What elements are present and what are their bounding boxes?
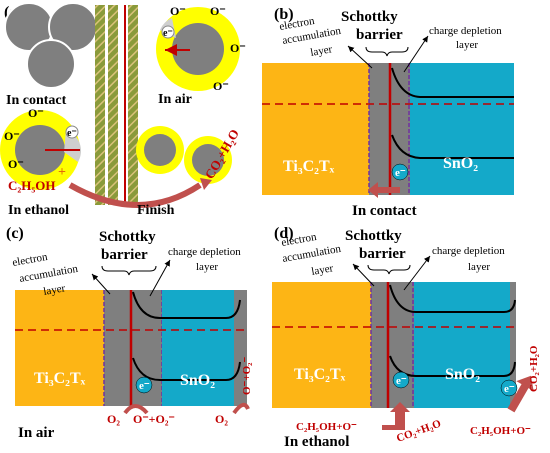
right-material-label: SnO₂ (443, 155, 478, 172)
panel-c-tag: (c) (6, 225, 24, 242)
label-in-air: In air (158, 92, 192, 107)
reaction-arrow (68, 182, 202, 208)
mxene-region (15, 290, 104, 406)
left-material-label: Ti₃C₂Tₓ (294, 366, 346, 383)
reaction-label: C₂H₅OH+O⁻ (296, 421, 357, 433)
e-minus-label: e⁻ (163, 28, 173, 39)
schottky-label: barrier (101, 247, 148, 263)
schottky-label: barrier (359, 246, 406, 262)
depletion-label: charge depletion (168, 246, 241, 258)
surface-depletion (510, 282, 516, 408)
panel-b-tag: (b) (274, 6, 294, 23)
schottky-label: Schottky (99, 229, 156, 245)
depletion-label: layer (456, 39, 478, 51)
conduction-band (389, 284, 516, 313)
left-material-label: Ti₃C₂Tₓ (283, 158, 335, 175)
schottky-label: barrier (356, 27, 403, 43)
right-material-label: SnO₂ (445, 366, 480, 383)
label-in-contact: In contact (6, 93, 67, 108)
panel-a: (a) In contact O⁻ O⁻ O⁻ O⁻ e⁻ In air (0, 2, 246, 218)
valence-band (132, 357, 241, 381)
e-minus-label: e⁻ (504, 383, 515, 395)
depletion-label: charge depletion (429, 25, 502, 37)
conduction-band (391, 67, 514, 98)
panel-b: (b) e⁻ Ti₃C₂Tₓ SnO₂ electron accumulatio… (262, 6, 514, 219)
particle-in-air (156, 7, 240, 91)
electron-flow-arrow (368, 182, 400, 198)
e-minus-label: e⁻ (395, 167, 406, 179)
valence-band (389, 355, 516, 377)
depletion-label: charge depletion (432, 245, 505, 257)
o-minus-label: O⁻ (170, 4, 186, 18)
caption-in-ethanol: In ethanol (284, 434, 349, 450)
sphere-cluster-contact (4, 2, 98, 89)
particles-finish (136, 126, 232, 184)
reaction-label: O⁻+O₂⁻ (133, 412, 175, 426)
caption-in-contact: In contact (352, 203, 417, 219)
electron-dot (392, 371, 410, 389)
o-minus-label: O⁻ (230, 41, 246, 55)
panel-d-tag: (d) (274, 225, 294, 242)
reaction-label: O₂ (215, 412, 228, 426)
electron-dot (135, 376, 153, 394)
electron-acc-label: layer (310, 262, 334, 278)
electron-acc-label: electron (11, 251, 48, 269)
label-finish: Finish (137, 203, 175, 218)
electron-acc-label: layer (309, 43, 333, 59)
conduction-band (132, 291, 241, 319)
left-material-label: Ti₃C₂Tₓ (34, 370, 86, 387)
mxene-flakes (95, 5, 138, 205)
reaction-arrow (382, 402, 410, 430)
electron-dot (500, 379, 518, 397)
panel-c: (c) e⁻ Ti₃C₂Tₓ SnO₂ O₂ O⁻+O₂⁻ O₂ O⁻+O₂⁻ … (6, 225, 253, 441)
label-in-ethanol: In ethanol (8, 203, 69, 218)
electron-acc-label: layer (42, 282, 66, 298)
barrier-region (104, 290, 162, 406)
sno2-region (414, 282, 510, 408)
caption-in-air: In air (18, 425, 55, 441)
particle-in-ethanol (0, 110, 82, 190)
mxene-region (272, 282, 371, 408)
e-minus-label: e⁻ (67, 128, 77, 139)
plus-sign: + (58, 165, 66, 180)
ethanol-label: C₂H₅OH (8, 178, 56, 193)
electron-dot (391, 163, 409, 181)
surface-depletion (234, 290, 247, 406)
o-minus-label: O⁻ (28, 106, 44, 120)
o-minus-label: O⁻ (4, 129, 20, 143)
reaction-label: CO₂+H₂O (528, 345, 540, 392)
mxene-region (262, 63, 369, 195)
reaction-arrow-head (200, 178, 212, 190)
adsorption-arrow (123, 404, 149, 415)
o-minus-label: O⁻ (213, 79, 229, 93)
barrier-region (371, 282, 414, 408)
reaction-label: O₂ (107, 412, 120, 426)
e-minus-label: e⁻ (396, 375, 407, 387)
o-minus-label: O⁻ (8, 157, 24, 171)
adsorption-arrow (232, 402, 250, 415)
o-minus-label: O⁻ (210, 4, 226, 18)
schottky-label: Schottky (341, 9, 398, 25)
reaction-label: C₂H₅OH+O⁻ (470, 425, 531, 437)
sno2-region (162, 290, 234, 406)
depletion-label: layer (196, 261, 218, 273)
e-minus-label: e⁻ (139, 380, 150, 392)
sno2-region (410, 63, 514, 195)
schottky-label: Schottky (345, 228, 402, 244)
panel-d: (d) e⁻ e⁻ Ti₃C₂Tₓ SnO₂ C₂H₅OH+O⁻ CO₂+H₂O… (272, 225, 540, 450)
reaction-arrow (507, 375, 534, 413)
right-material-label: SnO₂ (180, 372, 215, 389)
valence-band (391, 134, 514, 159)
reaction-label: O⁻+O₂⁻ (241, 357, 253, 395)
depletion-label: layer (468, 261, 490, 273)
